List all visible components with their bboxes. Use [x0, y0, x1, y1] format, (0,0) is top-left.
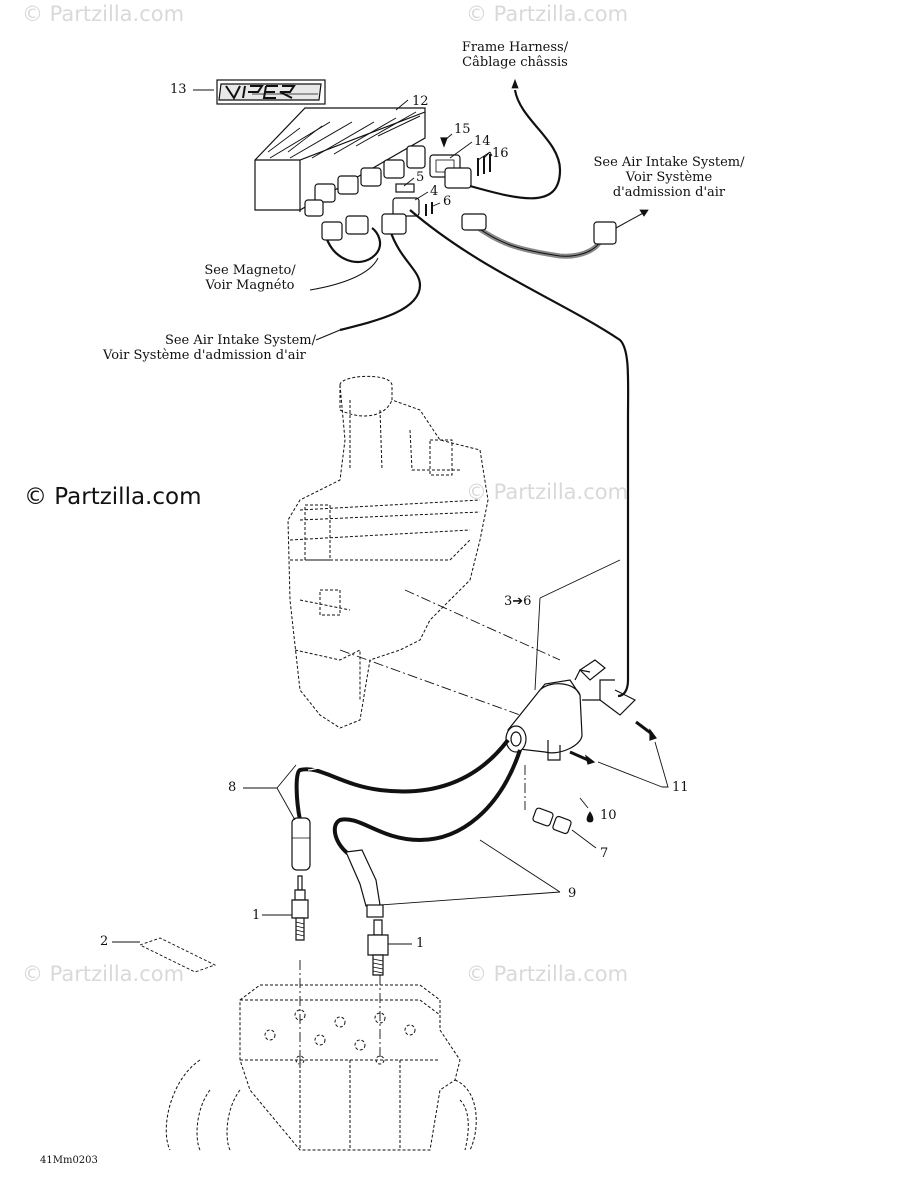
callout-16: 16 [492, 146, 509, 161]
watermark: © Partzilla.com [22, 2, 185, 26]
callout-15: 15 [454, 122, 471, 137]
connector-cluster [392, 133, 493, 217]
callout-3-6: 3➔6 [504, 594, 532, 609]
connector-7 [524, 765, 597, 849]
callout-4: 4 [430, 184, 439, 199]
watermark-main: © Partzilla.com [24, 484, 202, 510]
callout-11: 11 [672, 780, 689, 795]
air-intake-top-fr1: Voir Système [625, 170, 713, 185]
high-tension-cables [243, 738, 561, 918]
magneto-en: See Magneto/ [204, 263, 296, 278]
callout-9: 9 [568, 886, 577, 901]
oil-tank [287, 375, 489, 729]
watermark: © Partzilla.com [466, 480, 629, 504]
frame-harness-reference: Frame Harness/ Câblage châssis [430, 40, 600, 70]
air-intake-mid-reference: See Air Intake System/ [90, 333, 316, 348]
watermark: © Partzilla.com [466, 962, 629, 986]
screws [569, 720, 669, 788]
callout-1: 1 [252, 908, 261, 923]
callout-13: 13 [170, 82, 187, 97]
callout-5: 5 [416, 170, 425, 185]
watermark: © Partzilla.com [466, 2, 629, 26]
frame-harness-fr: Câblage châssis [462, 55, 568, 70]
spark-plugs [262, 875, 412, 976]
callout-12: 12 [412, 94, 429, 109]
mounting-axes [299, 589, 561, 1060]
air-intake-top-reference: See Air Intake System/ Voir Système d'ad… [584, 155, 754, 200]
air-intake-mid-fr-line: Voir Système d'admission d'air [103, 348, 343, 363]
engine-cylinder-head [165, 984, 477, 1151]
callout-10: 10 [600, 808, 617, 823]
callout-7: 7 [600, 846, 609, 861]
air-intake-mid-en: See Air Intake System/ [164, 333, 316, 348]
callout-8: 8 [228, 780, 237, 795]
air-intake-top-en: See Air Intake System/ [593, 155, 745, 170]
ecu-module [254, 107, 426, 217]
ignition-coil [505, 659, 637, 761]
callout-6: 6 [443, 194, 452, 209]
callout-1: 1 [416, 936, 425, 951]
callout-14: 14 [474, 134, 491, 149]
frame-harness-en: Frame Harness/ [461, 40, 569, 55]
air-intake-top-fr2: d'admission d'air [612, 185, 726, 200]
callout-2: 2 [100, 934, 109, 949]
diagram-code: 41Mm0203 [40, 1155, 98, 1166]
magneto-reference: See Magneto/ Voir Magnéto [190, 263, 310, 293]
magneto-fr: Voir Magnéto [205, 278, 295, 293]
air-intake-mid-fr: Voir Système d'admission d'air [103, 348, 306, 363]
logo-decal [216, 79, 326, 105]
watermark: © Partzilla.com [22, 962, 185, 986]
wiring-harness [309, 78, 649, 698]
